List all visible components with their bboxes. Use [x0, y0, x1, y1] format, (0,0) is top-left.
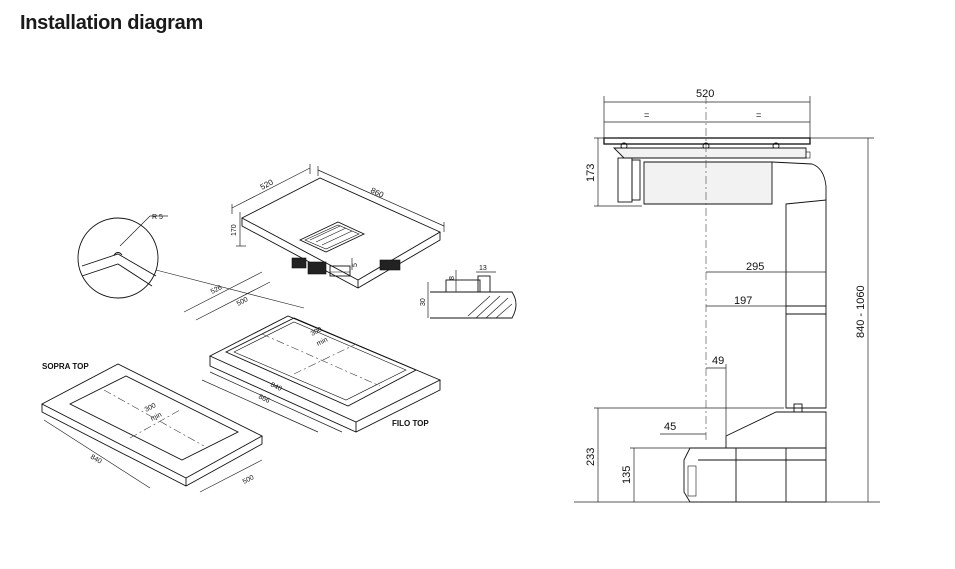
filo-dim-min: min [316, 336, 329, 347]
corner-detail: R 5 [77, 214, 305, 309]
filo-dim-526: 526 [210, 284, 224, 296]
filo-dim-866: 866 [257, 394, 271, 405]
dim-295-label: 295 [746, 261, 764, 273]
hob-width-label: 520 [259, 177, 275, 191]
height-135-label: 135 [621, 466, 633, 484]
section-a-label: 8 [449, 276, 456, 280]
hob-height-label: 170 [231, 224, 238, 236]
filo-dim-840: 840 [269, 382, 283, 393]
filo-top-counter: 526 500 300 min 840 866 FILO TOP [183, 271, 442, 433]
dim-45-label: 45 [664, 421, 676, 433]
sopra-dim-300: 300 [144, 402, 158, 414]
page-title: Installation diagram [20, 12, 203, 34]
hob-length-label: 860 [369, 186, 385, 200]
hob-thickness-label: 5 [352, 263, 359, 267]
sopra-dim-840: 840 [89, 454, 103, 466]
height-173-label: 173 [585, 164, 597, 182]
iso-hob: 520 860 170 5 [231, 164, 445, 289]
sopra-top-counter: 300 min 840 500 SOPRA TOP [41, 362, 263, 493]
height-range-label: 840 - 1060 [855, 285, 867, 338]
section-c-label: 30 [420, 298, 427, 306]
equal-left-label: = [644, 110, 649, 120]
dim-49-label: 49 [712, 355, 724, 367]
section-b-label: 13 [479, 265, 487, 272]
filo-top-label: FILO TOP [392, 419, 429, 428]
section-detail: 8 13 30 [420, 265, 517, 319]
filo-dim-500: 500 [236, 296, 250, 308]
filo-dim-300: 300 [310, 326, 324, 338]
sopra-dim-500: 500 [242, 474, 256, 486]
equal-right-label: = [756, 110, 761, 120]
sopra-dim-min: min [150, 411, 163, 422]
side-view: 520 = = 173 [574, 88, 880, 503]
dim-197-label: 197 [734, 295, 752, 307]
width-520-label: 520 [696, 88, 714, 100]
sopra-top-label: SOPRA TOP [42, 362, 89, 371]
height-233-label: 233 [585, 448, 597, 466]
radius-label: R 5 [152, 214, 163, 221]
